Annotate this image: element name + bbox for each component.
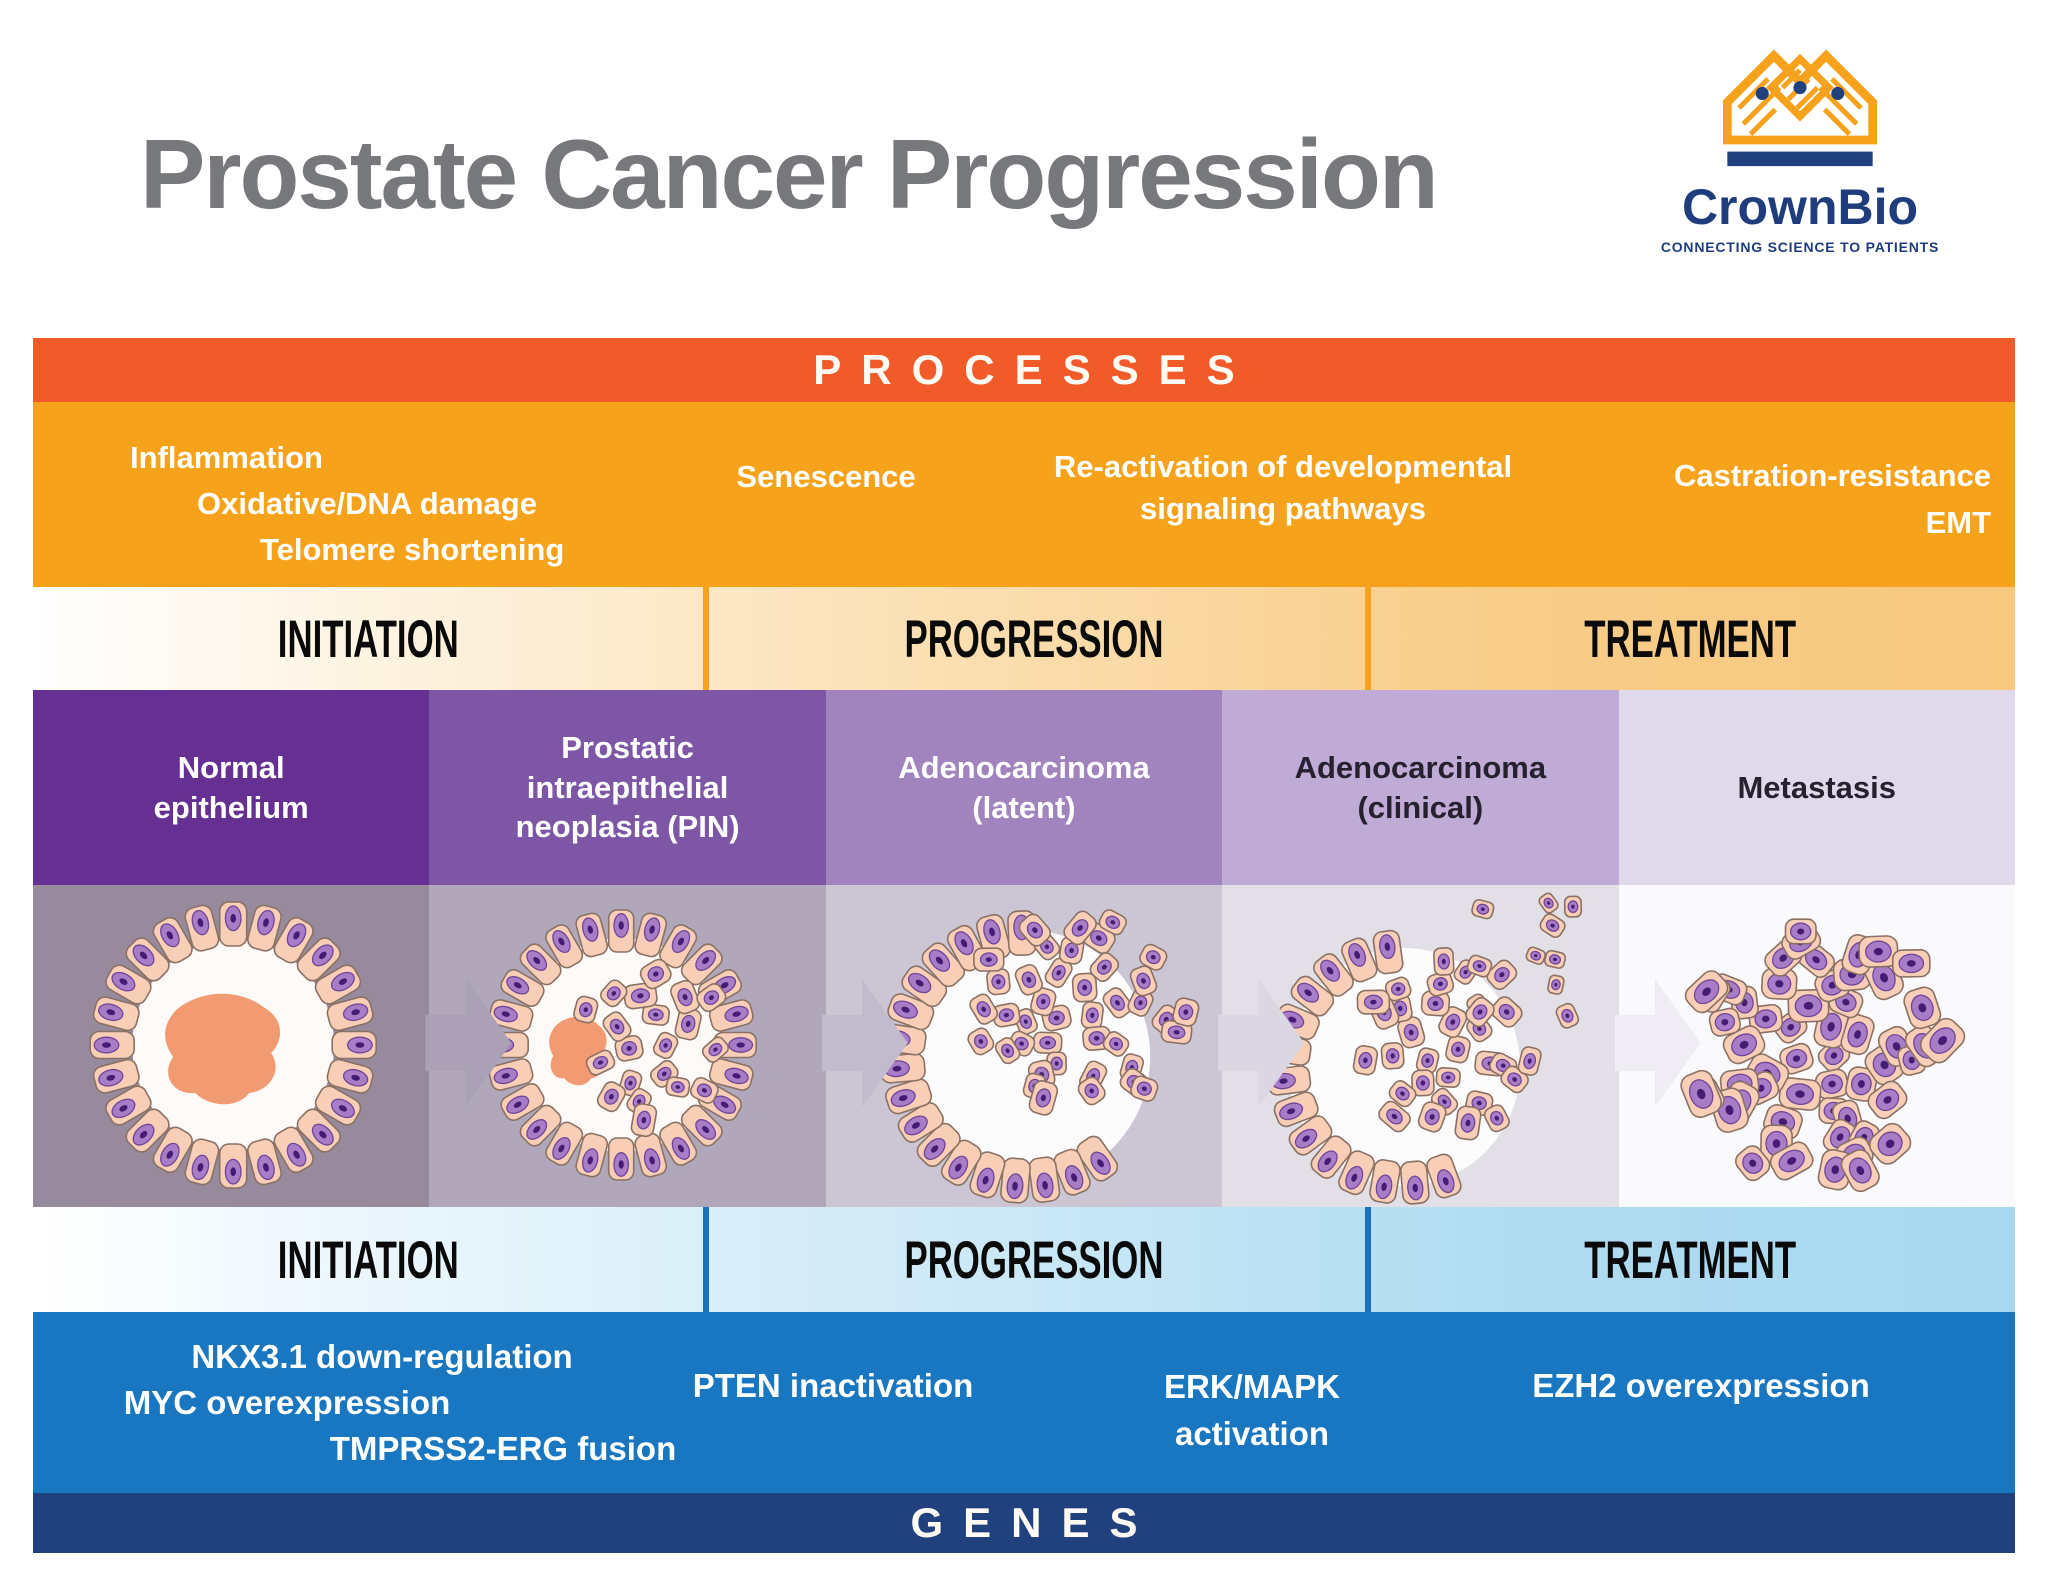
stage-normal-epithelium: Normal epithelium <box>33 690 430 885</box>
cell-diagram-latent <box>879 909 1200 1204</box>
phase-label: PROGRESSION <box>904 608 1164 669</box>
gene-item-erk-mapk: ERK/MAPK activation <box>1163 1368 1340 1452</box>
phase-divider <box>702 587 709 690</box>
cell-diagram-clinical <box>1266 892 1583 1205</box>
page-title: Prostate Cancer Progression <box>140 119 1439 229</box>
phase-bottom-treatment: TREATMENT <box>1365 1207 2015 1312</box>
cell-diagram-normal <box>89 901 377 1189</box>
illustration-adenocarcinoma-latent <box>825 885 1223 1207</box>
gene-item-nkx31: NKX3.1 down-regulation <box>191 1338 573 1375</box>
stage-row: Normal epithelium Prostatic intraepithel… <box>33 690 2015 885</box>
phase-top-progression: PROGRESSION <box>703 587 1365 690</box>
gene-item-myc: MYC overexpression <box>123 1384 451 1421</box>
processes-band: Inflammation Oxidative/DNA damage Telome… <box>33 402 2015 587</box>
genes-band: NKX3.1 down-regulation MYC overexpressio… <box>33 1312 2015 1493</box>
phase-divider <box>702 1207 709 1312</box>
stage-label: Adenocarcinoma (clinical) <box>1294 749 1547 825</box>
gene-item-pten: PTEN inactivation <box>692 1367 974 1404</box>
phase-label: PROGRESSION <box>904 1229 1164 1290</box>
phase-label: INITIATION <box>277 608 459 669</box>
phase-top-initiation: INITIATION <box>33 587 703 690</box>
crownbio-crown-icon <box>1722 49 1878 167</box>
logo-tagline: CONNECTING SCIENCE TO PATIENTS <box>1660 239 1940 255</box>
gene-item-ezh2: EZH2 overexpression <box>1532 1367 1870 1404</box>
process-item-inflammation: Inflammation <box>130 440 323 475</box>
phase-label: TREATMENT <box>1583 1229 1796 1290</box>
logo-brand-text: CrownBio <box>1681 179 1919 235</box>
phase-band-top: INITIATION PROGRESSION TREATMENT <box>33 587 2015 690</box>
gene-item-tmprss2-erg: TMPRSS2-ERG fusion <box>329 1430 677 1467</box>
stage-adenocarcinoma-latent: Adenocarcinoma (latent) <box>825 690 1223 885</box>
illustration-adenocarcinoma-clinical <box>1222 885 1619 1207</box>
process-item-emt: EMT <box>1925 505 1991 541</box>
illustration-normal-epithelium <box>33 885 430 1207</box>
illustration-metastasis <box>1618 885 2015 1207</box>
stage-label: Adenocarcinoma (latent) <box>898 749 1150 825</box>
process-item-castration-emt: Castration-resistance EMT <box>1674 452 1991 546</box>
phase-label: TREATMENT <box>1583 608 1796 669</box>
phase-bottom-progression: PROGRESSION <box>703 1207 1365 1312</box>
phase-divider <box>1364 1207 1371 1312</box>
phase-bottom-initiation: INITIATION <box>33 1207 703 1312</box>
cell-diagram-pin <box>485 909 758 1181</box>
stage-label: Normal epithelium <box>153 749 309 825</box>
stage-label: Metastasis <box>1737 769 1897 805</box>
genes-header-bar: GENES <box>33 1493 2015 1553</box>
genes-bar-label: GENES <box>910 1499 1158 1546</box>
phase-band-bottom: INITIATION PROGRESSION TREATMENT <box>33 1207 2015 1312</box>
stage-metastasis: Metastasis <box>1618 690 2015 885</box>
cell-diagram-metastasis <box>1679 918 1965 1193</box>
process-item-telomere-shortening: Telomere shortening <box>260 532 565 567</box>
crownbio-logo: CrownBio CONNECTING SCIENCE TO PATIENTS <box>1630 34 1970 255</box>
process-item-oxidative-dna-damage: Oxidative/DNA damage <box>197 486 537 521</box>
illustration-row <box>33 885 2015 1207</box>
stage-label: Prostatic intraepithelial neoplasia (PIN… <box>515 729 740 845</box>
process-item-castration-resistance: Castration-resistance <box>1673 458 1991 493</box>
stage-adenocarcinoma-clinical: Adenocarcinoma (clinical) <box>1222 690 1619 885</box>
process-item-reactivation: Re-activation of developmental signaling… <box>1053 449 1513 526</box>
stage-pin: Prostatic intraepithelial neoplasia (PIN… <box>429 690 826 885</box>
process-item-senescence: Senescence <box>736 459 916 494</box>
phase-label: INITIATION <box>277 1229 459 1290</box>
phase-top-treatment: TREATMENT <box>1365 587 2015 690</box>
phase-divider <box>1364 587 1371 690</box>
processes-header-bar: PROCESSES <box>33 338 2015 402</box>
processes-bar-label: PROCESSES <box>813 346 1255 393</box>
